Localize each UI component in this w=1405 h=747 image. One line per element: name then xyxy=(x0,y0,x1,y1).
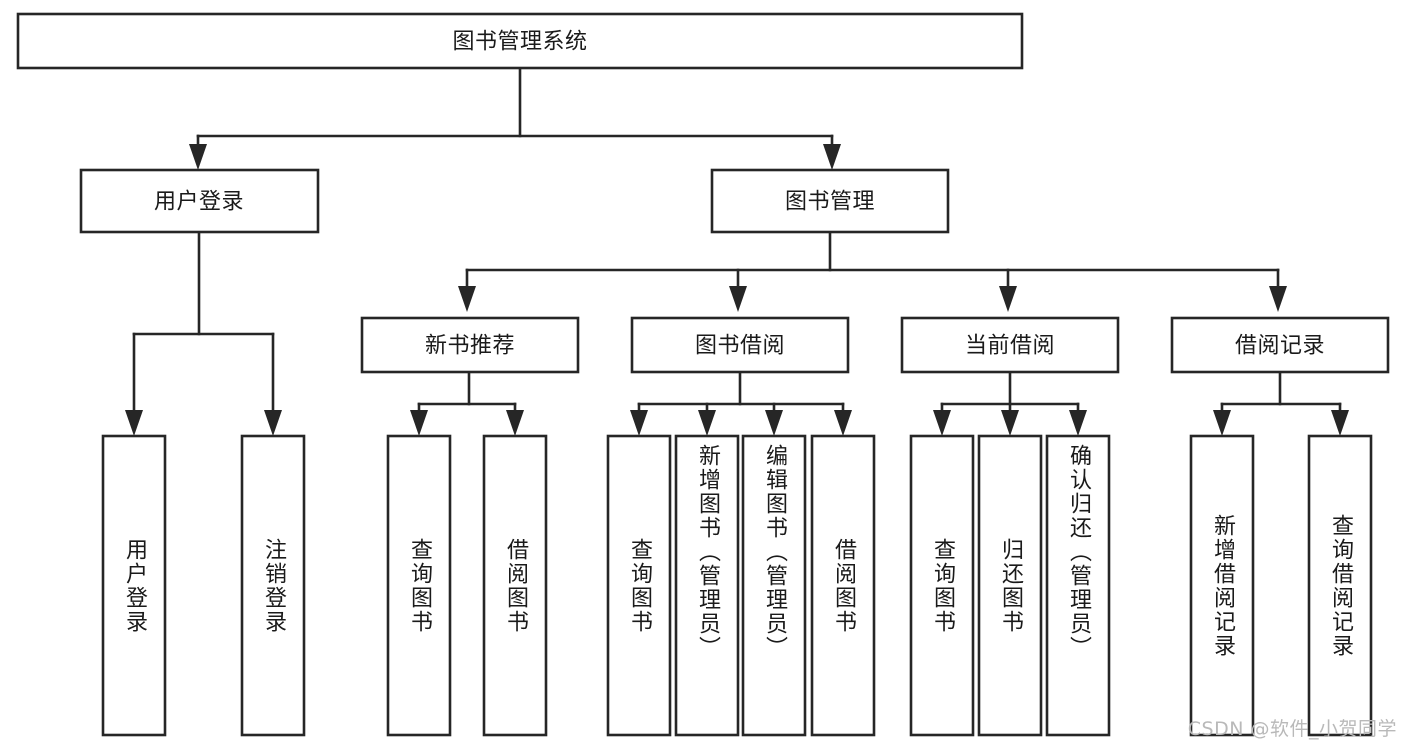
node-box-root[interactable] xyxy=(16,12,1024,70)
arrow-bb-to-query xyxy=(630,410,648,436)
arrow-bm-to-book-borrow xyxy=(729,286,747,312)
arrow-root-to-user-login xyxy=(189,144,207,170)
connector-group-new-book-recommend xyxy=(410,370,524,436)
node-box-leaf-add-record[interactable] xyxy=(1189,434,1255,737)
connector-group-current-borrow xyxy=(933,370,1087,436)
connector-group-user-login xyxy=(125,232,282,436)
node-box-leaf-user-login[interactable] xyxy=(101,434,167,737)
arrow-bb-to-add xyxy=(698,410,716,436)
arrow-cb-to-query xyxy=(933,410,951,436)
connector-group-borrow-record xyxy=(1213,370,1349,436)
node-label-book-manage: 图书管理 xyxy=(785,190,875,215)
node-box-leaf-query-book-1[interactable] xyxy=(386,434,452,737)
arrow-br-to-query xyxy=(1331,410,1349,436)
connector-group-book-manage xyxy=(458,232,1287,312)
node-box-leaf-edit-book[interactable] xyxy=(741,434,807,737)
node-box-leaf-add-book[interactable] xyxy=(674,434,740,737)
arrow-nbr-to-borrow xyxy=(506,410,524,436)
node-box-leaf-confirm-return[interactable] xyxy=(1045,434,1111,737)
node-box-leaf-return-book[interactable] xyxy=(977,434,1043,737)
connector-group-root xyxy=(189,66,841,170)
node-boxes xyxy=(16,12,1390,737)
horizontal-node-labels: 图书管理系统 用户登录 图书管理 新书推荐 图书借阅 当前借阅 借阅记录 xyxy=(154,30,1325,359)
node-box-leaf-borrow-book-1[interactable] xyxy=(482,434,548,737)
arrow-bm-to-new-book xyxy=(458,286,476,312)
connector-group-book-borrow xyxy=(630,370,852,436)
arrow-bm-to-borrow-record xyxy=(1269,286,1287,312)
arrow-ul-to-leaf-login xyxy=(125,410,143,436)
node-label-root: 图书管理系统 xyxy=(452,30,587,55)
node-box-leaf-query-book-2[interactable] xyxy=(606,434,672,737)
node-box-borrow-record[interactable] xyxy=(1170,316,1390,374)
arrow-bb-to-borrow xyxy=(834,410,852,436)
node-label-book-borrow: 图书借阅 xyxy=(695,334,785,359)
node-box-current-borrow[interactable] xyxy=(900,316,1120,374)
node-label-new-book-recommend: 新书推荐 xyxy=(425,334,515,359)
node-label-borrow-record: 借阅记录 xyxy=(1235,334,1325,359)
arrow-nbr-to-query xyxy=(410,410,428,436)
node-box-book-manage[interactable] xyxy=(710,168,950,234)
arrow-br-to-add xyxy=(1213,410,1231,436)
node-box-leaf-query-record[interactable] xyxy=(1307,434,1373,737)
node-box-leaf-user-logout[interactable] xyxy=(240,434,306,737)
node-label-user-login: 用户登录 xyxy=(154,190,244,215)
node-box-book-borrow[interactable] xyxy=(630,316,850,374)
csdn-watermark: CSDN @软件_小贺同学 xyxy=(1187,718,1397,740)
arrow-bm-to-current-borrow xyxy=(999,286,1017,312)
arrow-root-to-book-manage xyxy=(823,144,841,170)
node-box-leaf-borrow-book-2[interactable] xyxy=(810,434,876,737)
arrow-cb-to-return xyxy=(1001,410,1019,436)
arrow-ul-to-leaf-logout xyxy=(264,410,282,436)
node-label-current-borrow: 当前借阅 xyxy=(965,334,1055,359)
arrow-cb-to-confirm xyxy=(1069,410,1087,436)
node-box-user-login[interactable] xyxy=(79,168,320,234)
arrow-bb-to-edit xyxy=(765,410,783,436)
node-box-new-book-recommend[interactable] xyxy=(360,316,580,374)
node-box-leaf-query-book-3[interactable] xyxy=(909,434,975,737)
